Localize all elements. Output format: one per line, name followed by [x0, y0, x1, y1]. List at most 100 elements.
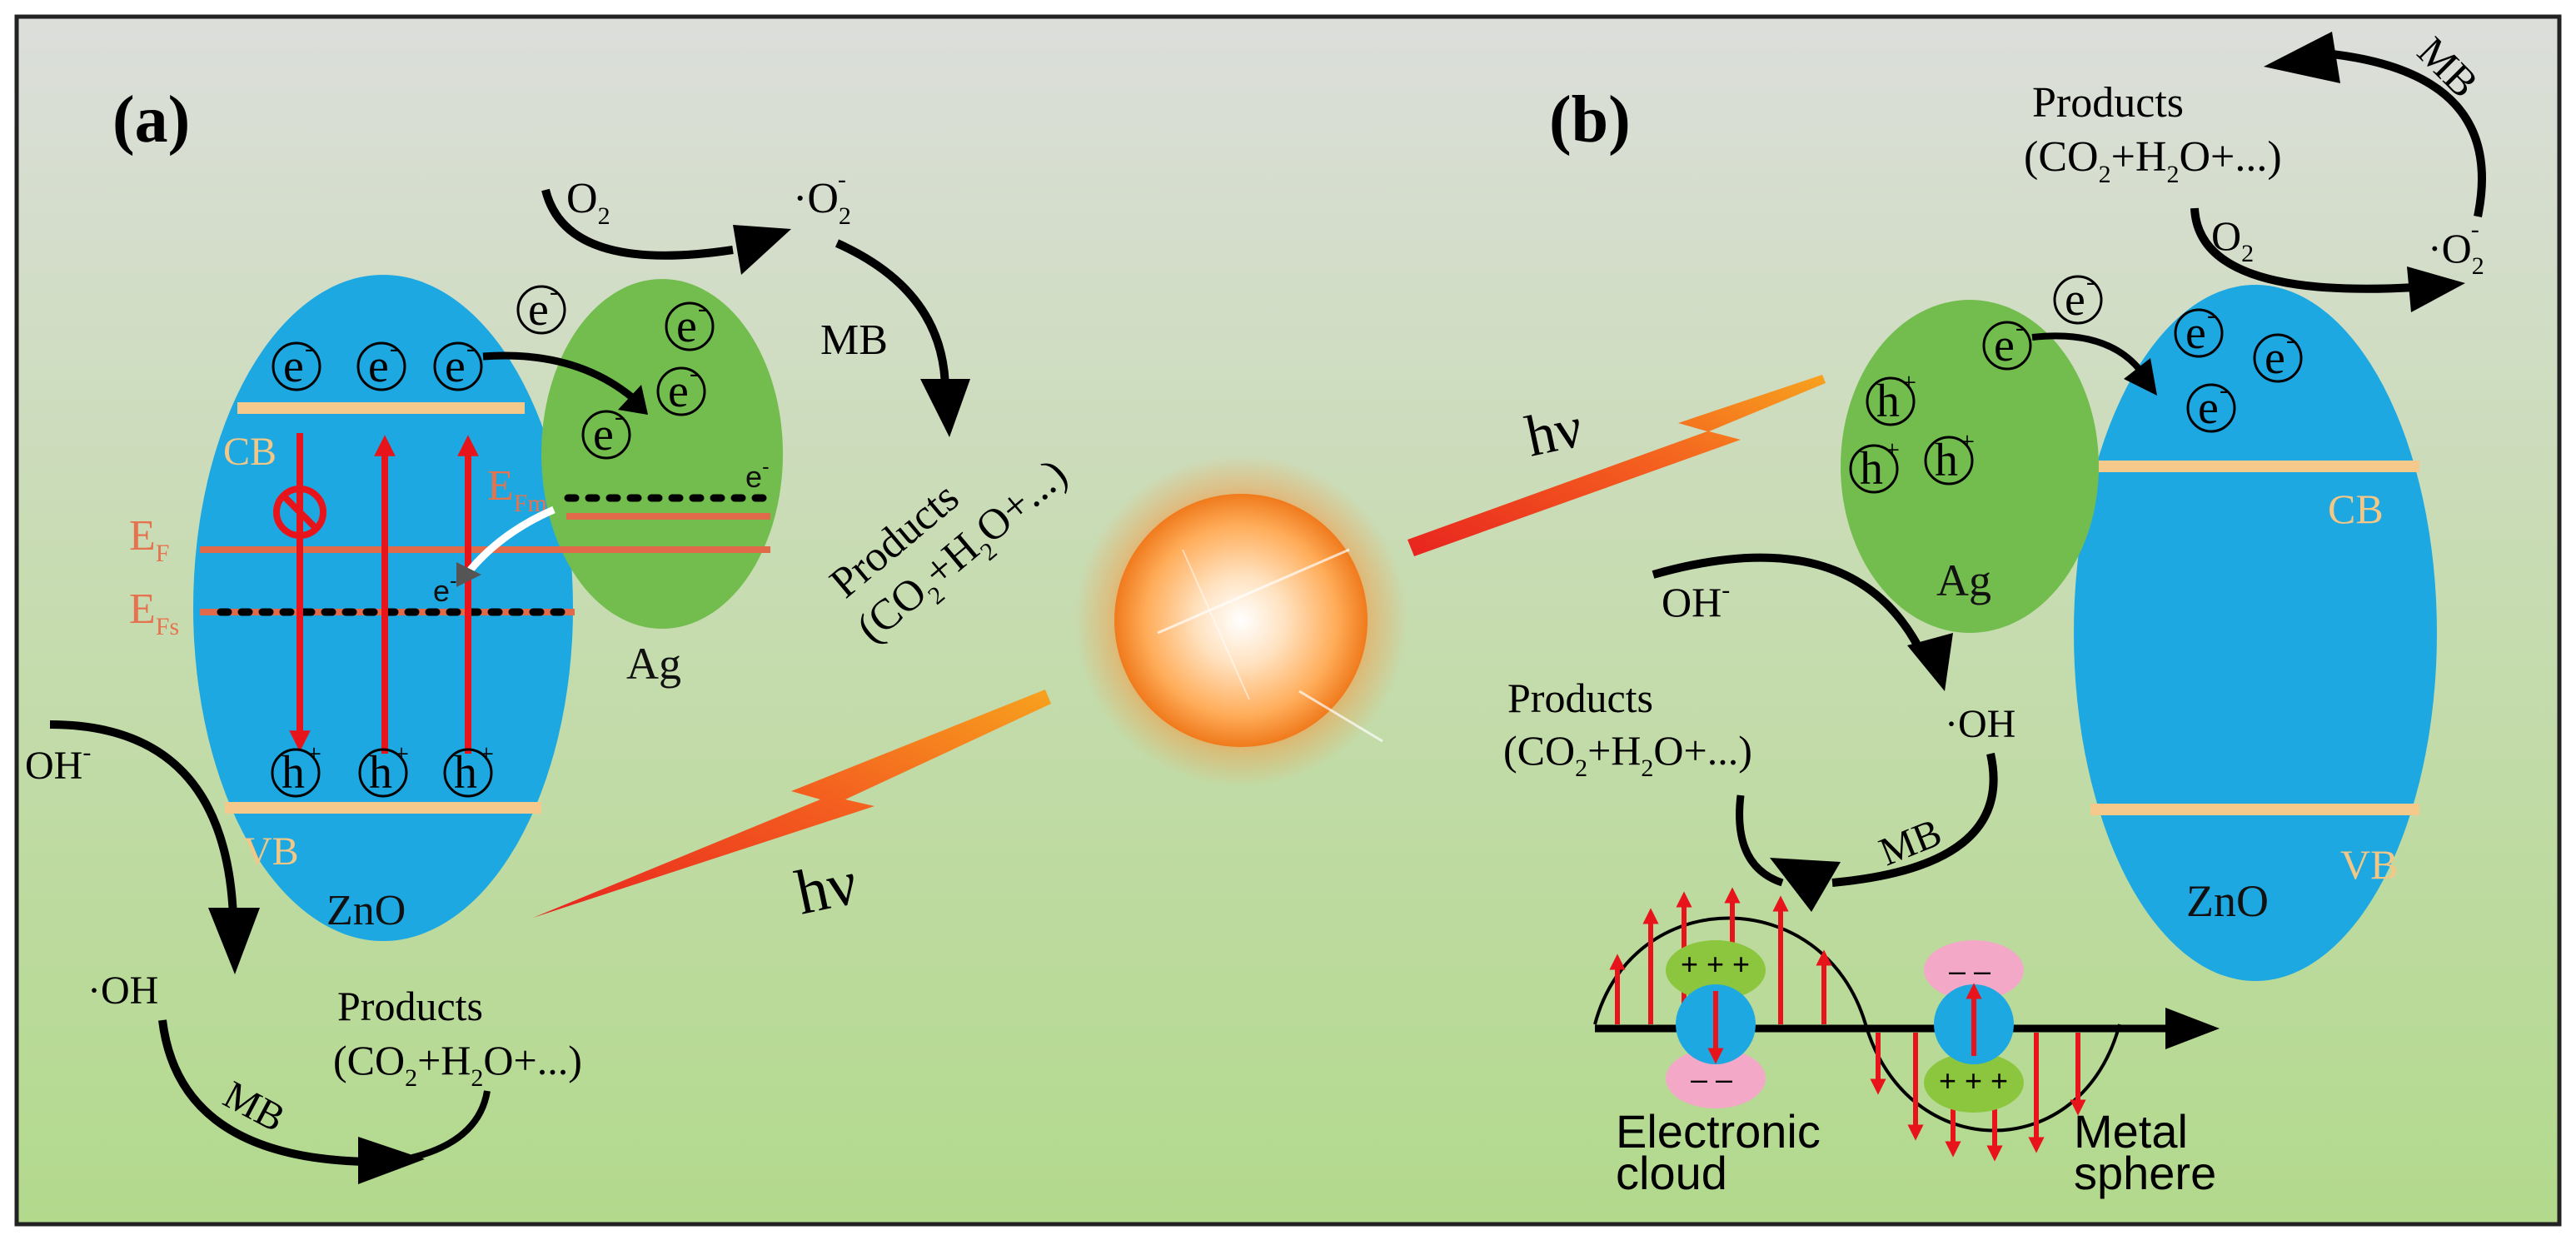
mb-label-a1: MB	[820, 316, 888, 364]
svg-text:e: e	[2185, 307, 2206, 359]
electron-transfer-arrow-a	[482, 351, 635, 401]
products-arc-b2	[1736, 794, 1784, 887]
products-formula-b2: (CO2+H2O+...)	[1503, 727, 1752, 782]
svg-text:+: +	[394, 739, 409, 769]
mb-arc-b1	[2331, 50, 2486, 218]
hole-b2: h+	[1849, 435, 1900, 495]
negative-cloud-1	[1666, 1048, 1766, 1108]
mb-arc-a	[835, 239, 949, 392]
svg-text:e: e	[668, 366, 689, 417]
svg-text:h: h	[369, 747, 392, 799]
o2-label-a: O2	[566, 175, 610, 230]
hole-a2: h+	[358, 739, 409, 799]
electron-transfer-arrow-b	[2031, 332, 2144, 373]
small-electron-ag: e-	[745, 454, 770, 494]
electron-b2: e-	[2253, 326, 2303, 384]
panel-a: (a) CB VB ZnO EF EFs EFm e-	[25, 83, 1076, 1184]
oh-arc-a	[49, 720, 237, 917]
mb-arc-arrowhead-b2	[1770, 858, 1841, 912]
efs-label: EFs	[129, 585, 179, 640]
svg-text:+: +	[306, 739, 321, 769]
products-word-b1: Products	[2032, 79, 2184, 127]
electron-a4: e-	[516, 278, 566, 336]
svg-text:+: +	[1960, 426, 1975, 456]
svg-text:e: e	[283, 341, 304, 392]
svg-text:h: h	[282, 747, 305, 799]
mb-arc-arrowhead-b1	[2264, 32, 2340, 83]
electron-b3: e-	[2186, 376, 2236, 434]
o2-arc-arrowhead-a	[733, 225, 791, 275]
svg-text:-: -	[698, 295, 706, 322]
products-arc-a	[411, 1090, 491, 1161]
products-word-b2: Products	[1507, 675, 1653, 721]
minus-signs-1: – –	[1691, 1062, 1732, 1096]
svg-text:e: e	[2265, 332, 2285, 384]
hole-a3: h+	[443, 739, 494, 799]
metal-sphere-label-2: sphere	[2074, 1147, 2216, 1199]
sun-icon	[1074, 454, 1408, 787]
light-bolt-b	[1408, 375, 1826, 556]
electron-b5: e-	[2053, 268, 2103, 326]
panel-a-label: (a)	[112, 83, 190, 157]
superoxide-label-b: ·O2-	[2428, 216, 2484, 280]
cb-label-a: CB	[223, 430, 277, 474]
electron-b4: e-	[1982, 314, 2032, 371]
svg-text:-: -	[466, 335, 475, 362]
electron-transfer-arrowhead-b	[2124, 358, 2157, 396]
electron-a3: e-	[433, 335, 483, 392]
cb-label-b: CB	[2328, 486, 2384, 532]
mb-arc-arrowhead-a2	[358, 1137, 425, 1184]
zno-label-b: ZnO	[2186, 876, 2269, 926]
svg-text:-: -	[2086, 268, 2095, 296]
vb-label-b: VB	[2340, 841, 2398, 888]
hole-a1: h+	[271, 739, 321, 799]
electronic-cloud-label-1: Electronic	[1616, 1105, 1821, 1158]
superoxide-label-a: ·O2-	[793, 166, 851, 230]
svg-text:h: h	[1860, 443, 1883, 495]
svg-text:-: -	[305, 335, 313, 362]
svg-text:-: -	[2015, 314, 2024, 341]
svg-text:-: -	[550, 278, 558, 306]
positive-cloud-1	[1666, 940, 1766, 1000]
efm-label: EFm	[487, 462, 547, 517]
svg-text:h: h	[454, 747, 477, 799]
svg-text:e: e	[676, 301, 697, 352]
products-formula-a2: (CO2+H2O+...)	[333, 1037, 582, 1092]
svg-text:e: e	[2198, 382, 2219, 434]
ag-ellipse-a	[541, 279, 783, 629]
oh-minus-label-b: OH-	[1662, 576, 1730, 625]
panel-b-label: (b)	[1549, 83, 1631, 157]
svg-text:e: e	[2065, 274, 2085, 326]
plasmon-axis-arrowhead	[2165, 1008, 2220, 1049]
electron-a2: e-	[356, 335, 406, 392]
svg-text:-: -	[2207, 301, 2215, 329]
svg-text:+: +	[479, 739, 494, 769]
oh-arc-b	[1652, 553, 1928, 660]
svg-text:-: -	[690, 360, 698, 387]
o2-arc-b	[2190, 207, 2416, 293]
svg-text:e: e	[368, 341, 389, 392]
svg-text:-: -	[615, 403, 623, 431]
vb-label-a: VB	[243, 829, 299, 874]
ef-label: EF	[129, 512, 169, 567]
svg-text:h: h	[1935, 435, 1958, 486]
fermi-transfer-arrowhead	[456, 562, 481, 587]
oh-rad-label-a: ·OH	[87, 969, 158, 1013]
hole-b1: h+	[1866, 367, 1916, 427]
ag-label-a: Ag	[626, 639, 681, 689]
oh-minus-label-a: OH-	[25, 739, 91, 788]
minus-signs-2: – –	[1949, 954, 1991, 988]
svg-text:e: e	[1994, 320, 2015, 371]
products-word-a2: Products	[337, 983, 483, 1029]
oh-arc-arrowhead-b	[1907, 633, 1953, 691]
svg-text:e: e	[528, 284, 549, 336]
mb-arc-a2	[158, 1019, 367, 1166]
electron-transfer-arrowhead-a	[618, 385, 648, 415]
electronic-cloud-label-2: cloud	[1616, 1147, 1727, 1199]
plasmon-wave	[1593, 916, 2121, 1133]
metal-sphere-label-1: Metal	[2074, 1105, 2188, 1158]
electron-b1: e-	[2174, 301, 2224, 359]
svg-text:-: -	[390, 335, 398, 362]
